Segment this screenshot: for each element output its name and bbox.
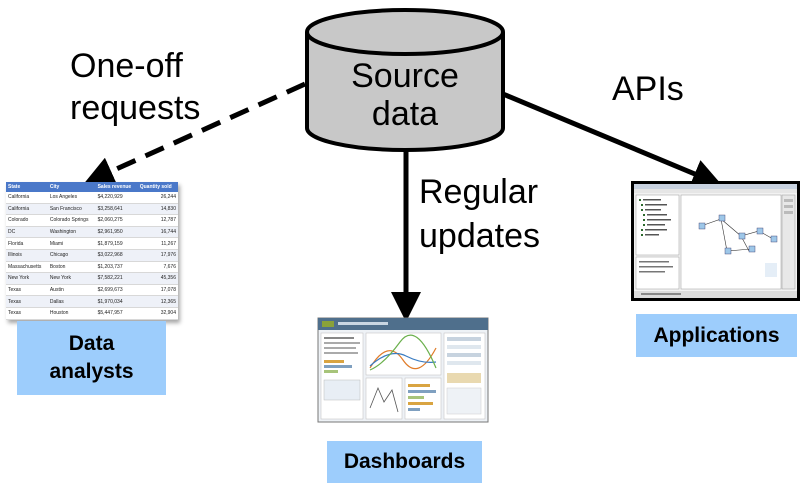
table-cell: 14,830 <box>137 203 178 216</box>
table-cell: California <box>6 203 48 216</box>
table-cell: 17,078 <box>137 284 178 297</box>
table-cell: San Francisco <box>47 203 96 216</box>
table-cell: Chicago <box>47 249 96 262</box>
table-cell: $1,203,737 <box>95 261 138 274</box>
table-cell: $7,582,221 <box>95 272 138 285</box>
table-cell: Colorado <box>6 214 48 227</box>
table-cell: $1,970,034 <box>95 295 138 308</box>
table-cell: Austin <box>47 284 96 297</box>
applications-box: Applications <box>636 314 797 357</box>
table-cell: $2,961,950 <box>95 226 138 239</box>
table-cell: 17,976 <box>137 249 178 262</box>
source-data-label: Source data <box>340 57 470 133</box>
regular-line1: Regular <box>419 173 539 211</box>
table-cell: 12,365 <box>137 295 178 308</box>
table-cell: New York <box>6 272 48 285</box>
table-cell: Colorado Springs <box>47 214 96 227</box>
source-label-line2: data <box>371 95 439 133</box>
table-cell: Texas <box>6 307 48 320</box>
apis-arrow <box>502 91 723 188</box>
data-analysts-line2: analysts <box>49 360 134 383</box>
table-cell: Houston <box>47 307 96 320</box>
source-data-cylinder <box>305 8 505 152</box>
regular-line2: updates <box>419 217 540 255</box>
table-cell: $4,220,929 <box>95 192 138 204</box>
one-off-line1: One-off <box>70 47 183 85</box>
table-cell: Dallas <box>47 295 96 308</box>
data-analysts-line1: Data <box>68 332 115 355</box>
table-cell: $2,060,275 <box>95 214 138 227</box>
table-cell: $3,258,641 <box>95 203 138 216</box>
regular-updates-label: Regular updates <box>419 172 540 256</box>
table-cell: DC <box>6 226 48 239</box>
table-cell: $5,447,957 <box>95 307 138 320</box>
table-cell: Illinois <box>6 249 48 262</box>
apis-label: APIs <box>612 70 684 108</box>
table-header: Quantity sold <box>137 182 178 192</box>
table-cell: California <box>6 192 48 204</box>
table-cell: 11,267 <box>137 237 178 250</box>
table-header: Sales revenue <box>95 182 138 192</box>
one-off-requests-label: One-off requests <box>70 46 200 128</box>
table-cell: Miami <box>47 237 96 250</box>
table-cell: $2,699,673 <box>95 284 138 297</box>
table-cell: New York <box>47 272 96 285</box>
table-cell: 32,904 <box>137 307 178 320</box>
table-cell: 26,244 <box>137 192 178 204</box>
table-cell: Texas <box>6 295 48 308</box>
table-cell: $3,022,968 <box>95 249 138 262</box>
table-cell: 7,676 <box>137 261 178 274</box>
source-label-line1: Source <box>351 57 459 95</box>
table-cell: 16,744 <box>137 226 178 239</box>
data-analysts-box: Data analysts <box>17 321 166 395</box>
table-cell: Los Angeles <box>47 192 96 204</box>
table-header-row: State City Sales revenue Quantity sold <box>6 182 178 192</box>
data-table-thumbnail: State City Sales revenue Quantity sold C… <box>6 182 178 320</box>
dashboards-box: Dashboards <box>327 441 482 483</box>
table-cell: Boston <box>47 261 96 274</box>
table-header: City <box>47 182 96 192</box>
table-header: State <box>6 182 48 192</box>
table-cell: Washington <box>47 226 96 239</box>
table-cell: 12,787 <box>137 214 178 227</box>
one-off-arrow <box>83 81 307 186</box>
one-off-line2: requests <box>70 89 201 127</box>
table-cell: Florida <box>6 237 48 250</box>
table-cell: Massachusetts <box>6 261 48 274</box>
table-cell: $1,879,159 <box>95 237 138 250</box>
table-cell: 45,356 <box>137 272 178 285</box>
table-cell: Texas <box>6 284 48 297</box>
